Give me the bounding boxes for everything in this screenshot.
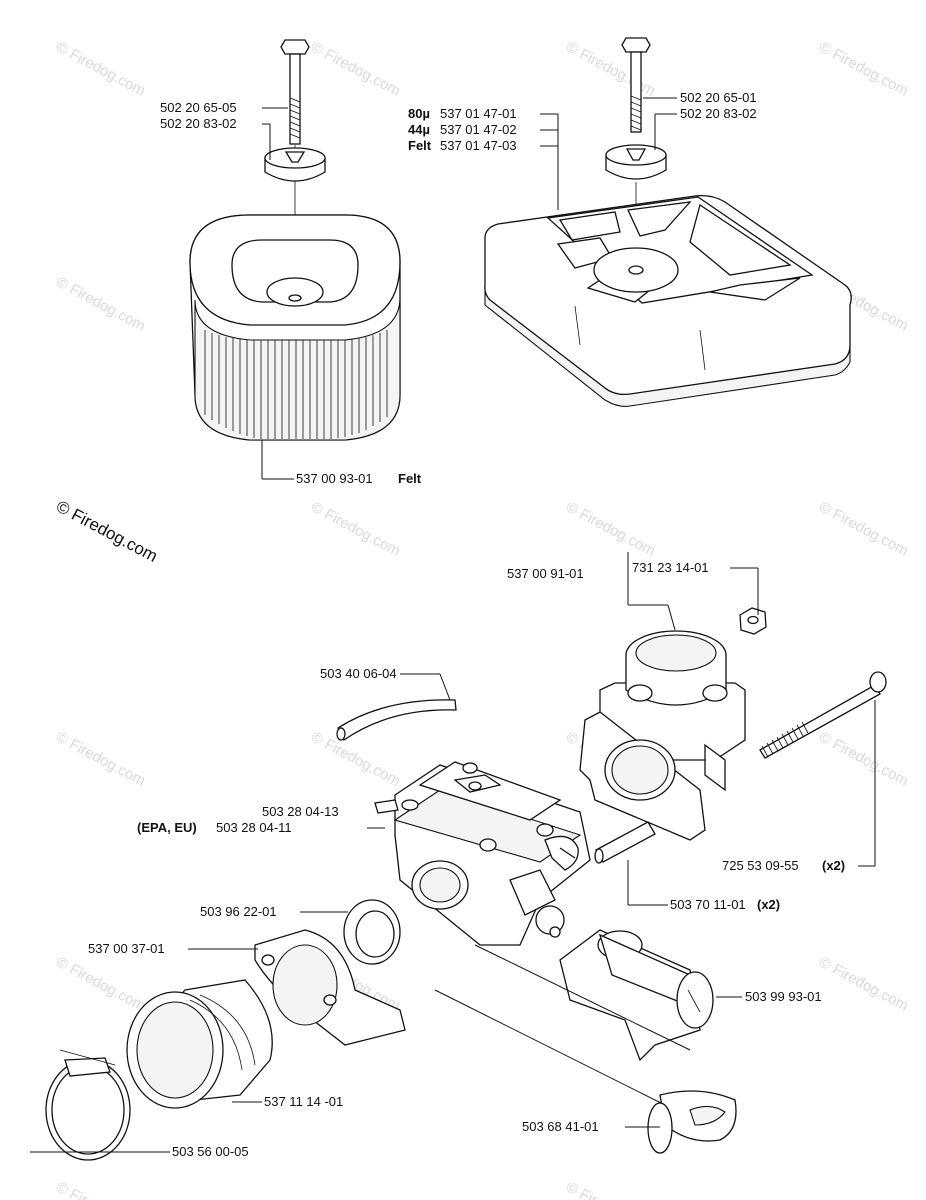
label-filter-44-prefix: 44µ bbox=[408, 122, 430, 137]
label-rubber-boot: 537 11 14 -01 bbox=[264, 1094, 343, 1109]
watermark: © Firedog.com bbox=[563, 1179, 658, 1200]
clamp-bracket-drawing bbox=[254, 929, 406, 1046]
label-fuel-hose: 503 40 06-04 bbox=[320, 666, 397, 681]
label-carb-epa-prefix: (EPA, EU) bbox=[137, 820, 197, 835]
label-sleeve: 503 70 11-01 bbox=[670, 897, 746, 912]
label-ring: 503 96 22-01 bbox=[200, 904, 277, 919]
label-filter-felt-prefix: Felt bbox=[408, 138, 432, 153]
washer-right-drawing bbox=[605, 144, 667, 180]
label-filter-80: 537 01 47-01 bbox=[440, 106, 517, 121]
rubber-boot-drawing bbox=[126, 979, 273, 1109]
label-bolt-right-b: 502 20 83-02 bbox=[680, 106, 757, 121]
watermark: © Firedog.com bbox=[308, 39, 403, 100]
watermark: © Firedog.com bbox=[816, 729, 911, 790]
label-clamp-bracket: 537 00 37-01 bbox=[88, 941, 165, 956]
label-felt-suffix: Felt bbox=[398, 471, 422, 486]
watermark: © Firedog.com bbox=[53, 954, 148, 1015]
part-labels: 502 20 65-05 502 20 83-02 502 20 65-01 5… bbox=[88, 90, 845, 1159]
fuel-hose-drawing bbox=[336, 699, 457, 741]
long-screw-drawing bbox=[759, 671, 887, 759]
label-long-screw: 725 53 09-55 bbox=[722, 858, 799, 873]
watermark: © Firedog.com bbox=[53, 729, 148, 790]
hose-clamp-drawing bbox=[45, 1049, 131, 1161]
label-filter-44: 537 01 47-02 bbox=[440, 122, 517, 137]
watermark: © Firedog.com bbox=[308, 729, 403, 790]
copyright-notice: © Firedog.com bbox=[53, 497, 161, 566]
label-carburetor: 503 28 04-13 bbox=[262, 804, 339, 819]
carburetor-drawing bbox=[374, 761, 591, 946]
nut-drawing bbox=[739, 607, 767, 635]
label-filter-80-prefix: 80µ bbox=[408, 106, 430, 121]
watermark: © Firedog.com bbox=[308, 499, 403, 560]
gasket-drawing bbox=[579, 711, 706, 841]
label-sleeve-qty: (x2) bbox=[757, 897, 780, 912]
leader-lines bbox=[30, 97, 876, 1153]
label-bolt-left-a: 502 20 65-05 bbox=[160, 100, 237, 115]
label-bolt-right-a: 502 20 65-01 bbox=[680, 90, 757, 105]
label-long-screw-qty: (x2) bbox=[822, 858, 845, 873]
pleated-filter-drawing bbox=[189, 214, 401, 441]
choke-cylinder-drawing bbox=[559, 929, 714, 1062]
label-intake-adapter: 537 00 91-01 bbox=[507, 566, 584, 581]
ring-drawing bbox=[343, 899, 401, 965]
label-bolt-left-b: 502 20 83-02 bbox=[160, 116, 237, 131]
watermark: © Firedog.com bbox=[816, 499, 911, 560]
label-nut: 731 23 14-01 bbox=[632, 560, 709, 575]
sleeve-drawing bbox=[594, 821, 656, 864]
label-choke-cylinder: 503 99 93-01 bbox=[745, 989, 822, 1004]
foam-filter-drawing bbox=[484, 194, 852, 407]
watermark: © Firedog.com bbox=[53, 1179, 148, 1200]
watermark: © Firedog.com bbox=[816, 954, 911, 1015]
watermark: © Firedog.com bbox=[563, 499, 658, 560]
watermark: © Firedog.com bbox=[53, 274, 148, 335]
washer-left-drawing bbox=[264, 147, 326, 182]
watermark: © Firedog.com bbox=[53, 39, 148, 100]
label-choke-lever: 503 68 41-01 bbox=[522, 1119, 599, 1134]
label-felt-filter: 537 00 93-01 bbox=[296, 471, 373, 486]
label-filter-felt: 537 01 47-03 bbox=[440, 138, 517, 153]
label-carb-epa: 503 28 04-11 bbox=[216, 820, 292, 835]
watermark: © Firedog.com bbox=[816, 39, 911, 100]
choke-lever-drawing bbox=[647, 1090, 737, 1154]
bolt-right-drawing bbox=[621, 37, 651, 270]
label-hose-clamp: 503 56 00-05 bbox=[172, 1144, 249, 1159]
